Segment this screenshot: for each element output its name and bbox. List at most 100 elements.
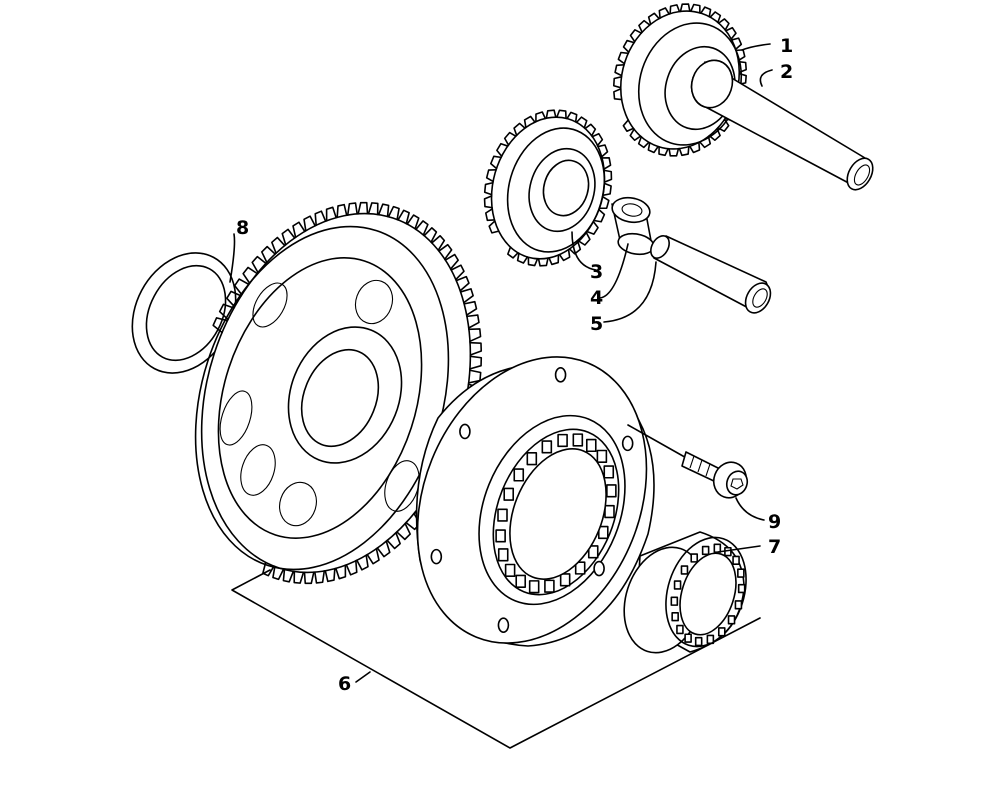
gear-tooth xyxy=(725,26,737,40)
needle-roller xyxy=(732,555,740,566)
callout-1: 1 xyxy=(780,35,793,57)
leader-lines xyxy=(229,43,773,683)
gear-tooth xyxy=(669,4,681,15)
gear-tooth xyxy=(679,3,691,13)
clutch-roller xyxy=(559,573,571,587)
clutch-roller xyxy=(503,487,515,501)
bolt-hole xyxy=(554,367,567,383)
needle-roller xyxy=(670,596,679,606)
needle-roller xyxy=(684,633,692,643)
gear-tooth xyxy=(271,236,286,254)
gear-tooth xyxy=(578,231,591,246)
clutch-roller xyxy=(497,508,508,522)
gear-tooth xyxy=(366,547,380,565)
gear-tooth xyxy=(629,29,643,43)
bolt-hole xyxy=(621,435,634,452)
needle-roller xyxy=(737,568,745,578)
gear-tooth xyxy=(678,145,690,157)
callout-5: 5 xyxy=(590,313,603,335)
gear-tooth xyxy=(406,214,420,230)
needle-roller xyxy=(673,580,682,590)
callout-8: 8 xyxy=(236,217,249,239)
gear-tooth xyxy=(346,202,358,216)
gear-tooth xyxy=(717,18,730,31)
gear-tooth xyxy=(613,88,623,101)
needle-roller xyxy=(701,545,710,556)
gear-tooth xyxy=(658,146,669,157)
gear-tooth xyxy=(537,257,549,267)
gear-tooth xyxy=(612,76,623,89)
gear-tooth xyxy=(272,565,285,581)
gear-tooth xyxy=(325,206,337,222)
gear-tooth xyxy=(496,142,509,157)
assembly-bracket xyxy=(231,569,761,749)
part-6-large-gear-icon xyxy=(194,201,483,585)
clutch-roller xyxy=(541,440,553,454)
gear-tooth xyxy=(603,169,613,183)
gear-tooth xyxy=(233,278,250,296)
gear-tooth xyxy=(556,109,567,120)
gear-tooth xyxy=(614,64,625,77)
callout-4: 4 xyxy=(590,287,603,309)
gear-tooth xyxy=(668,147,680,157)
gear-tooth xyxy=(357,201,369,215)
gear-tooth xyxy=(601,157,612,170)
gear-teeth-icon xyxy=(483,109,613,267)
clutch-roller xyxy=(515,574,527,588)
gear-tooth xyxy=(469,341,483,356)
gear-tooth xyxy=(261,245,276,264)
gear-tooth xyxy=(345,559,358,576)
clutch-roller xyxy=(603,465,615,479)
gear-tooth xyxy=(459,288,474,304)
gear-tooth xyxy=(466,314,480,329)
clutch-roller xyxy=(495,529,506,543)
gear-tooth xyxy=(485,168,497,183)
gear-tooth xyxy=(415,220,429,236)
gear-tooth xyxy=(566,111,578,123)
gear-tooth xyxy=(387,205,400,221)
needle-roller xyxy=(713,543,722,553)
gear-tooth xyxy=(468,328,482,343)
bolt-hole-icon xyxy=(430,367,634,633)
gear-tooth xyxy=(455,275,470,292)
gear-tooth xyxy=(629,128,642,142)
needle-roller xyxy=(680,565,689,575)
gear-tooth xyxy=(376,540,391,558)
gear-tooth xyxy=(397,209,410,225)
needle-roller xyxy=(694,636,703,647)
clutch-roller xyxy=(497,548,509,562)
clutch-roller xyxy=(528,580,540,594)
gear-tooth xyxy=(314,210,327,227)
gear-tooth xyxy=(463,300,478,316)
clutch-roller xyxy=(606,484,617,498)
gear-tooth xyxy=(251,255,267,274)
gear-tooth xyxy=(386,532,401,550)
gear-tooth xyxy=(735,49,746,62)
gear-tooth xyxy=(218,303,235,321)
gear-tooth xyxy=(488,220,500,234)
needle-roller xyxy=(717,627,726,637)
gear-tooth xyxy=(730,37,743,51)
gear-tooth xyxy=(593,208,606,223)
gear-tooth xyxy=(637,136,650,149)
gear-tooth xyxy=(356,554,369,571)
gear-tooth xyxy=(575,116,588,129)
gear-tooth xyxy=(568,241,582,255)
part-4-bushing-icon xyxy=(611,196,655,256)
gear-tooth xyxy=(689,141,701,154)
gear-tooth xyxy=(242,266,258,285)
gear-tooth xyxy=(212,317,229,334)
clutch-roller xyxy=(526,452,538,466)
part-9-bolt-icon xyxy=(627,424,749,499)
gear-tooth xyxy=(647,142,659,154)
gear-tooth xyxy=(336,203,348,219)
needle-roller xyxy=(737,583,746,594)
callout-7: 7 xyxy=(768,536,781,558)
clutch-roller xyxy=(572,433,584,447)
gear-tooth xyxy=(700,6,712,18)
callout-6: 6 xyxy=(338,673,351,695)
gear-tooth xyxy=(708,127,721,142)
needle-roller-icon xyxy=(670,543,746,647)
needle-roller xyxy=(734,600,743,610)
part-2-shaft-icon xyxy=(690,59,874,191)
